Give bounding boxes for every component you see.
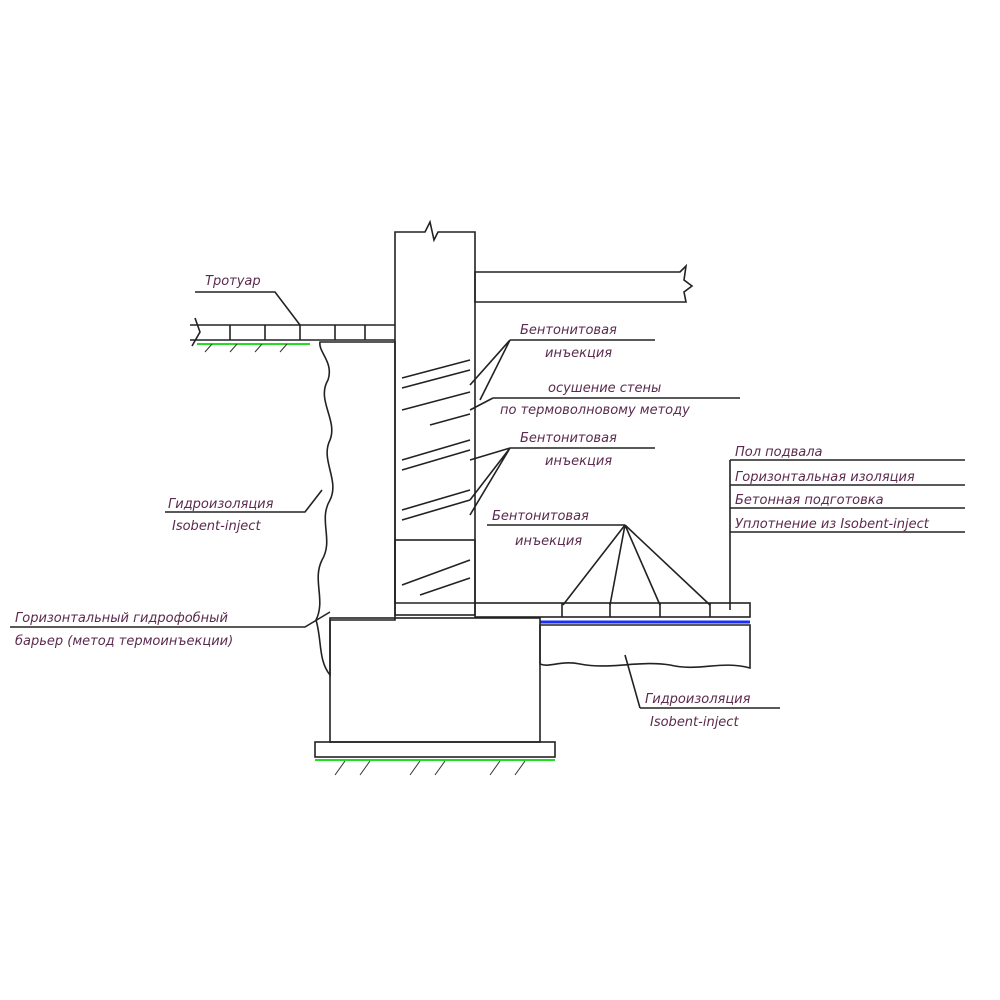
floor-layer-2: Горизонтальная изоляция bbox=[735, 470, 915, 485]
footing-base bbox=[314, 741, 556, 758]
soil-backfill bbox=[315, 341, 396, 678]
leader-lines bbox=[10, 291, 965, 709]
floor-layer-3: Бетонная подготовка bbox=[735, 493, 884, 508]
floor-layer-4: Уплотнение из Isobent-inject bbox=[735, 517, 930, 532]
floor-slab-upper bbox=[474, 263, 694, 303]
label-bentonite-1: Бентонитовая bbox=[520, 323, 617, 338]
label-waterproofing-left-line2: Isobent-inject bbox=[172, 519, 261, 534]
injection-channels bbox=[401, 359, 471, 596]
label-sidewalk: Тротуар bbox=[205, 274, 261, 289]
label-bentonite-3-line2: инъекция bbox=[515, 534, 582, 549]
floor-layer-1: Пол подвала bbox=[735, 445, 823, 460]
sidewalk bbox=[190, 317, 395, 353]
basement-wall bbox=[394, 219, 476, 604]
label-barrier: Горизонтальный гидрофобный bbox=[15, 611, 228, 626]
label-drying-line2: по термоволновому методу bbox=[500, 403, 690, 418]
label-drying: осушение стены bbox=[548, 381, 661, 396]
label-waterproofing-left: Гидроизоляция bbox=[168, 497, 274, 512]
barrier-zone bbox=[394, 539, 476, 616]
label-barrier-line2: барьер (метод термоинъекции) bbox=[15, 634, 233, 649]
isobent-compaction bbox=[539, 624, 751, 670]
label-waterproofing-bottom: Гидроизоляция bbox=[645, 692, 751, 707]
basement-floor-slab bbox=[474, 602, 751, 618]
label-bentonite-2-line2: инъекция bbox=[545, 454, 612, 469]
label-bentonite-2: Бентонитовая bbox=[520, 431, 617, 446]
foundation-footing bbox=[329, 617, 541, 743]
label-waterproofing-bottom-line2: Isobent-inject bbox=[650, 715, 739, 730]
label-bentonite-3: Бентонитовая bbox=[492, 509, 589, 524]
label-bentonite-1-line2: инъекция bbox=[545, 346, 612, 361]
